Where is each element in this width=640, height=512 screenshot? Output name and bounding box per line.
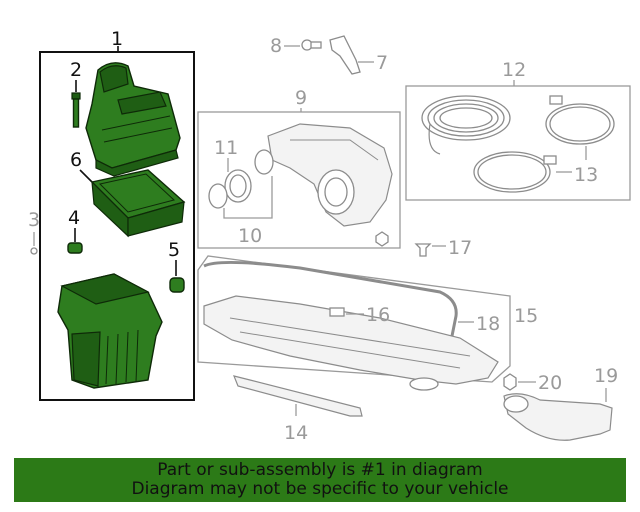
callout-7[interactable]: 7 [376, 52, 388, 74]
banner-line-1: Part or sub-assembly is #1 in diagram [157, 460, 483, 480]
callout-20[interactable]: 20 [538, 372, 562, 394]
callout-15[interactable]: 15 [514, 305, 538, 327]
callout-11[interactable]: 11 [214, 137, 238, 159]
group-15-frame [197, 255, 511, 383]
callout-3[interactable]: 3 [28, 209, 40, 231]
part-14-deflector[interactable] [233, 375, 363, 417]
callout-4[interactable]: 4 [68, 207, 80, 229]
air-cleaner-cover[interactable] [85, 62, 181, 177]
part-19-inlet-duct[interactable] [503, 393, 613, 441]
part-12-hose-assembly[interactable] [421, 95, 511, 155]
assembly-1-frame [39, 51, 195, 401]
banner-line-2: Diagram may not be specific to your vehi… [131, 479, 509, 499]
callout-14[interactable]: 14 [284, 422, 308, 444]
callout-13[interactable]: 13 [574, 164, 598, 186]
callout-12[interactable]: 12 [502, 59, 526, 81]
group-12-frame [405, 85, 631, 201]
part-15-splash-shield[interactable] [203, 295, 499, 391]
callout-10[interactable]: 10 [238, 225, 262, 247]
part-10-clamps[interactable] [208, 149, 274, 209]
part-2-bolt[interactable] [71, 92, 81, 128]
part-20-nut[interactable] [503, 373, 517, 391]
part-13-clamps[interactable] [473, 95, 615, 193]
callout-17[interactable]: 17 [448, 237, 472, 259]
group-9-frame [197, 111, 401, 249]
part-9-intake-duct[interactable] [267, 123, 393, 227]
callout-19[interactable]: 19 [594, 365, 618, 387]
part-16-clip[interactable] [329, 307, 345, 317]
part-4-grommet[interactable] [67, 242, 83, 254]
callout-6[interactable]: 6 [70, 149, 82, 171]
callout-2[interactable]: 2 [70, 59, 82, 81]
callout-1[interactable]: 1 [111, 28, 123, 50]
part-17-push-pin[interactable] [414, 243, 432, 257]
callout-5[interactable]: 5 [168, 239, 180, 261]
part-7-bracket[interactable] [329, 35, 361, 75]
duct-nut[interactable] [375, 231, 389, 247]
part-6-filter-element[interactable] [90, 169, 186, 238]
callout-8[interactable]: 8 [270, 35, 282, 57]
callout-9[interactable]: 9 [295, 87, 307, 109]
parts-diagram: 1 2 6 4 5 [28, 28, 631, 444]
air-cleaner-lower-housing[interactable] [57, 273, 163, 389]
callout-18[interactable]: 18 [476, 313, 500, 335]
info-banner: Part or sub-assembly is #1 in diagram Di… [14, 458, 626, 502]
callout-6-leader [79, 169, 93, 183]
part-5-grommet[interactable] [169, 277, 185, 293]
part-18-seal-strip[interactable] [203, 260, 458, 337]
part-11-seal[interactable] [224, 169, 252, 203]
callout-16[interactable]: 16 [366, 304, 390, 326]
part-3-clip[interactable] [30, 247, 38, 255]
callout-10-bracket [223, 176, 273, 219]
part-8-screw[interactable] [301, 39, 322, 51]
